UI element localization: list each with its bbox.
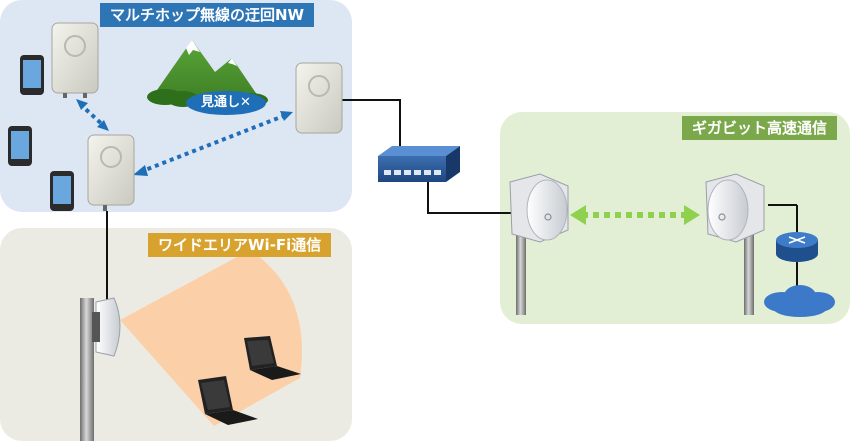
multihop-title: マルチホップ無線の迂回NW [100,3,315,27]
ap-icon [295,62,343,134]
multihop-links [76,99,293,176]
ap-icon [51,22,99,98]
ap-icon [87,134,135,211]
smartphone-icon [8,126,32,166]
smartphone-icon [50,171,74,211]
coverage-area [120,250,302,426]
smartphone-icon [20,55,44,95]
laptop-icon [244,336,301,380]
pole-icon [744,235,754,315]
router-icon [776,232,818,262]
ap-icon [705,173,765,243]
ap-icon [509,173,569,243]
gigabit-title: ギガビット高速通信 [682,116,838,140]
gigabit-link [570,205,700,225]
obstacle-badge [186,91,266,115]
pole-icon [80,298,94,441]
obstacle-label: 見通し✕ [201,95,251,110]
laptop-icon [198,376,258,425]
switch-icon [378,146,460,182]
pole-icon [516,235,526,315]
wifi-title: ワイドエリアWi-Fi通信 [148,233,332,257]
ap-icon [92,297,121,357]
cloud-icon [764,285,835,317]
